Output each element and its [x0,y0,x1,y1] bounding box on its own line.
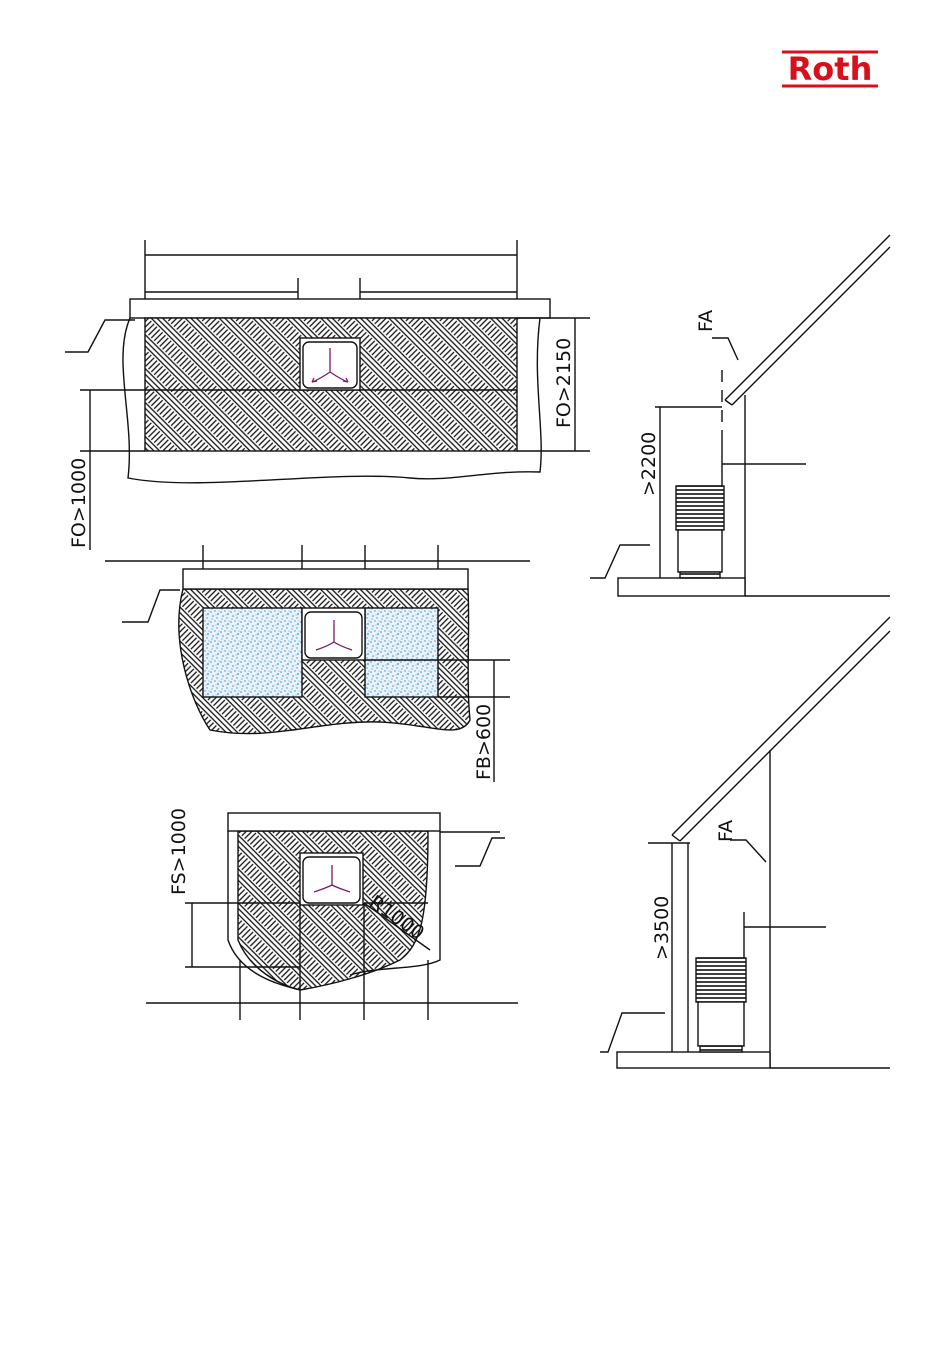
roth-logo: Roth [782,50,878,88]
logo-text: Roth [788,50,873,88]
fa-bottom-label: FA [715,820,737,842]
heat-pump-unit-icon [676,486,724,578]
fa-top-label: FA [695,310,717,332]
heat-pump-unit-icon [696,958,746,1052]
height-2200-label: >2200 [638,432,660,496]
height-3500-label: >3500 [651,896,673,960]
plan-view-gravel [105,545,530,782]
plan-view-side [146,813,518,1020]
fo-front-label: FO>1000 [68,458,90,548]
fs-label: FS>1000 [168,808,190,895]
fb-label: FB>600 [473,704,495,780]
section-view-top [590,235,890,596]
fo-side-label: FO>2150 [553,338,575,428]
plan-view-front [65,240,590,550]
